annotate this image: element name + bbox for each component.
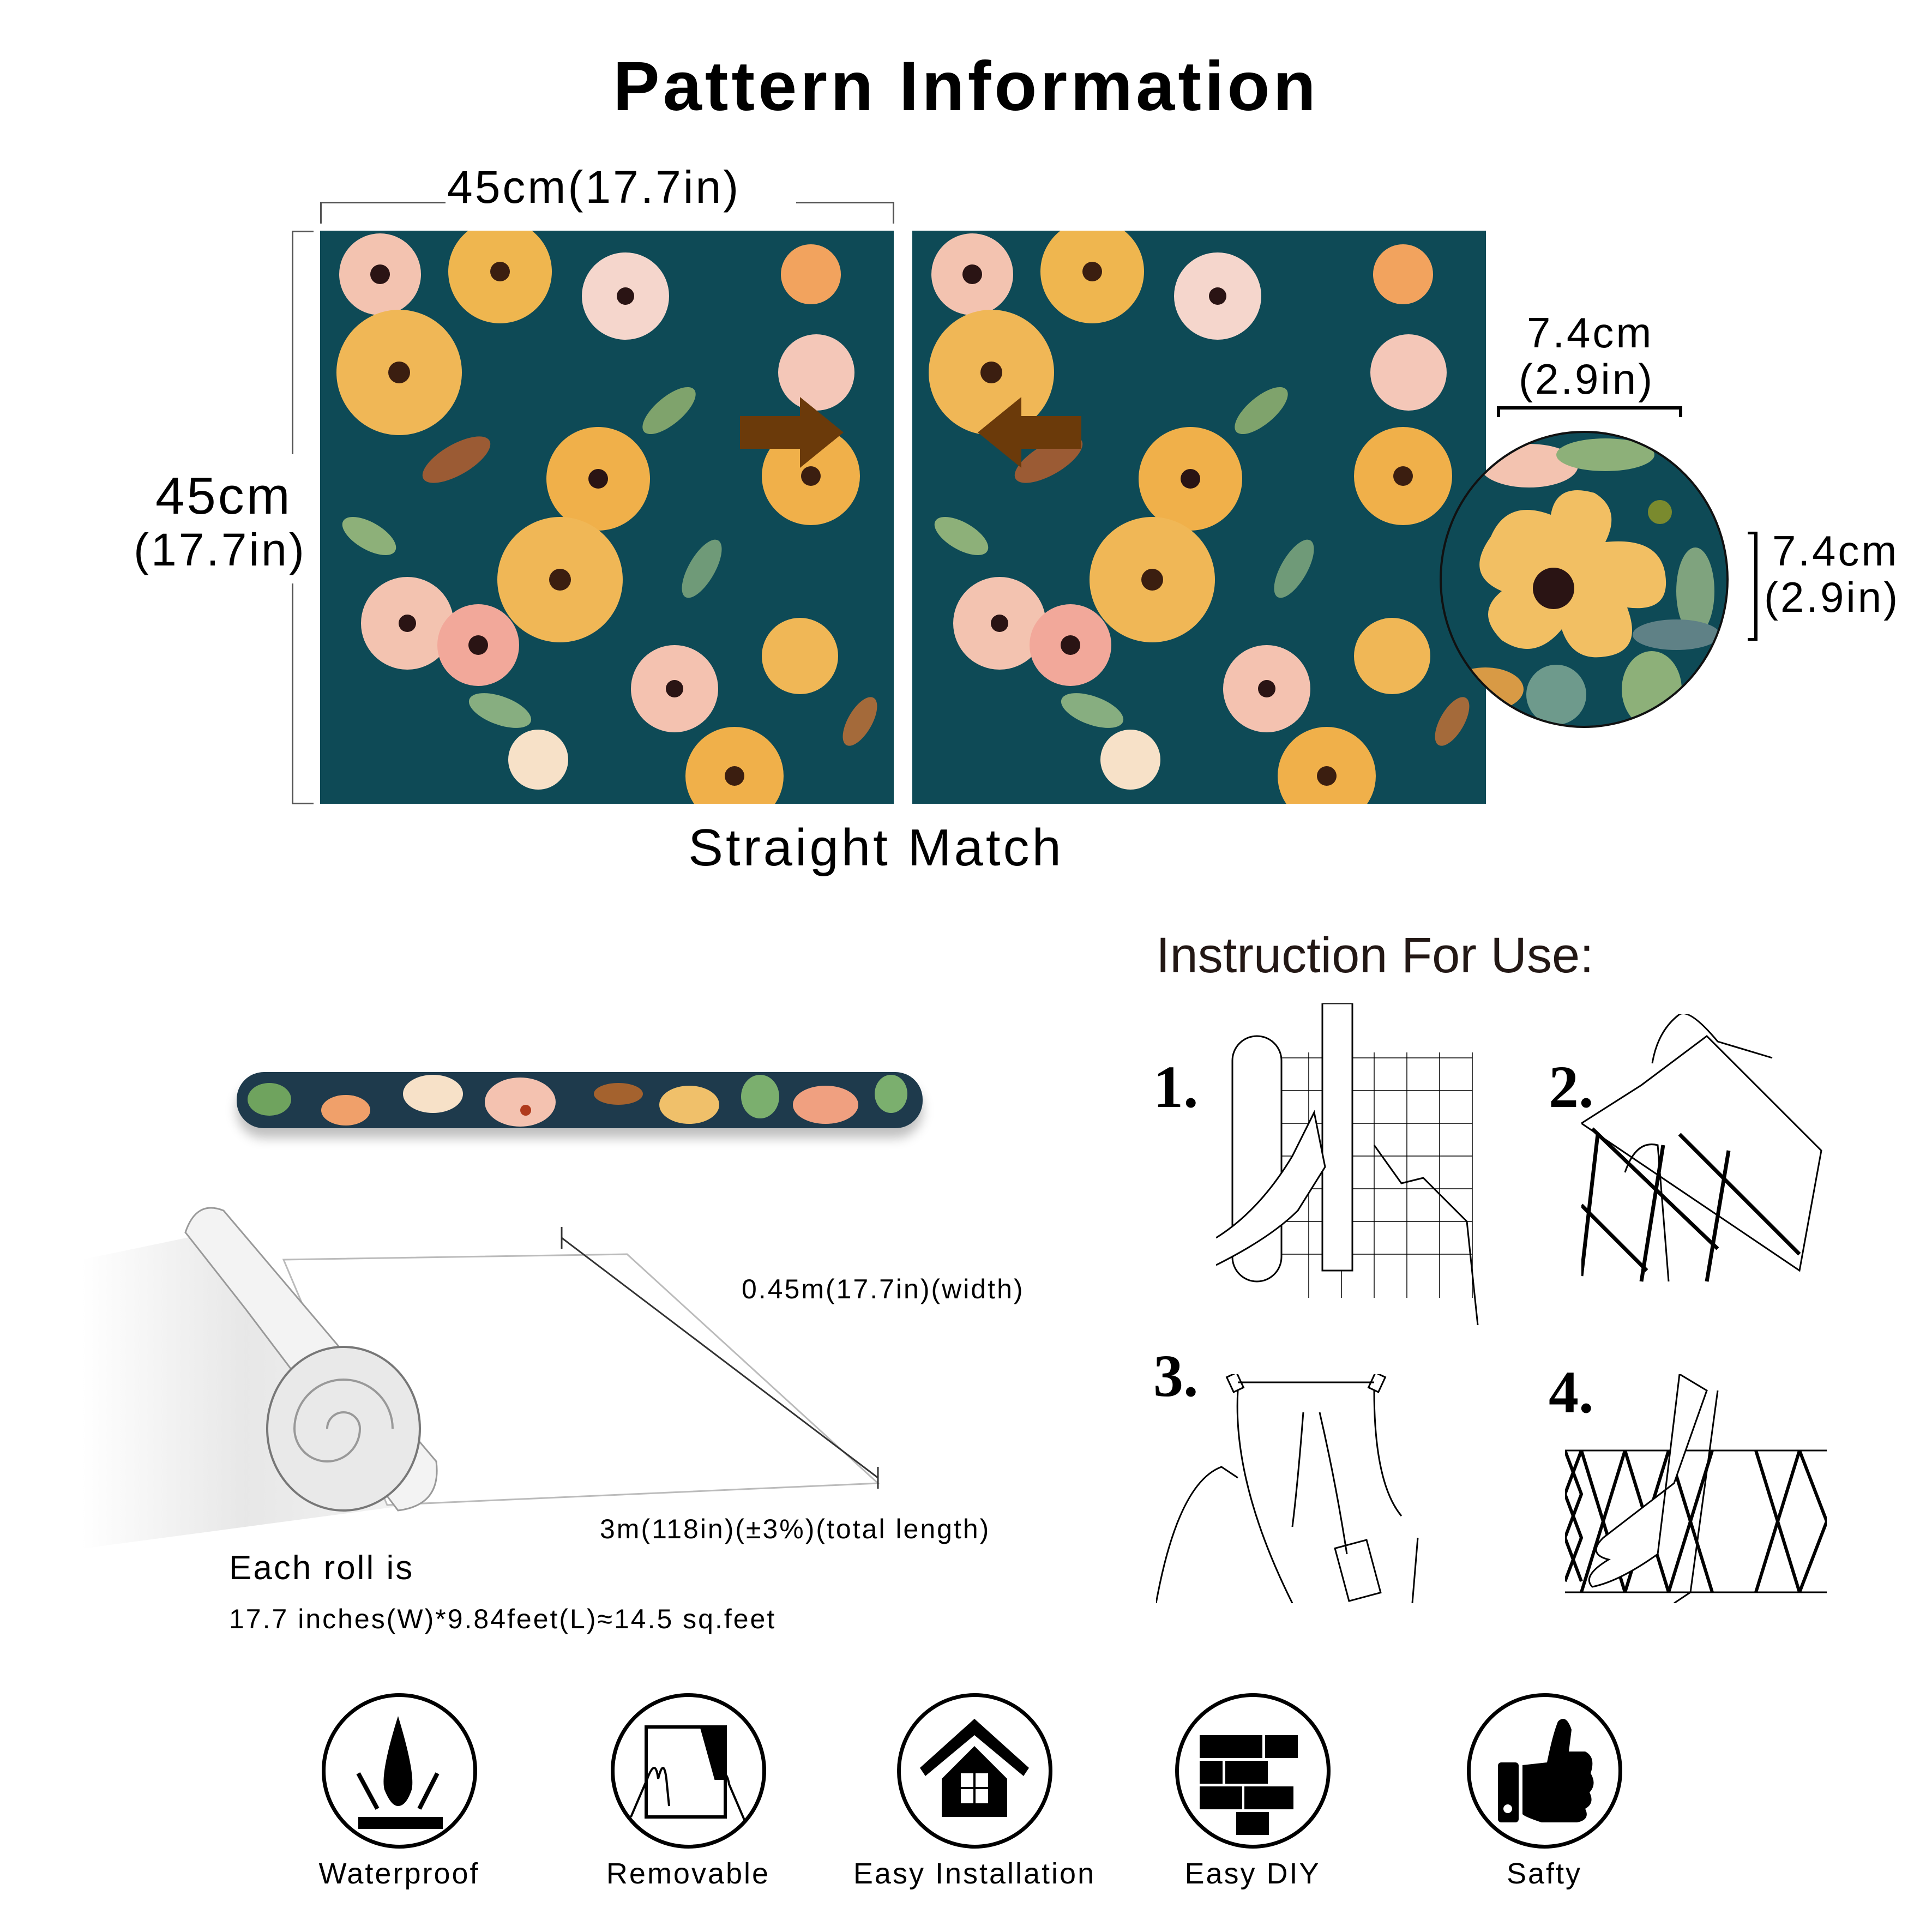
feature-safety-label: Safty: [1506, 1857, 1582, 1890]
height-dimension-line-bottom: [292, 583, 293, 804]
magnified-flower-illustration: [1447, 438, 1720, 726]
floral-pattern-illustration: [929, 231, 1470, 804]
width-dimension-line-right: [796, 202, 894, 203]
pattern-panel-right: [912, 231, 1486, 804]
feature-easy-installation-label: Easy Installation: [853, 1857, 1096, 1890]
repeat-height-bracket: [1748, 532, 1758, 641]
repeat-height-in: (2.9in): [1764, 573, 1900, 621]
step-4-number: 4.: [1549, 1359, 1594, 1425]
feature-removable-label: Removable: [606, 1857, 771, 1890]
repeat-magnifier-circle: [1440, 431, 1729, 728]
pattern-width-label: 45cm(17.7in): [447, 161, 741, 213]
height-tick-top: [292, 231, 314, 232]
feature-waterproof: [322, 1693, 477, 1849]
thumbs-up-icon: [1498, 1719, 1594, 1822]
instructions-title: Instruction For Use:: [1156, 928, 1594, 983]
repeat-width-in: (2.9in): [1519, 355, 1655, 403]
step-1-number: 1.: [1153, 1054, 1199, 1120]
feature-easy-diy: [1175, 1693, 1331, 1849]
match-type-label: Straight Match: [688, 818, 1064, 877]
apply-and-smooth-icon: [1156, 1374, 1419, 1603]
peel-backing-icon: [1581, 1014, 1822, 1282]
roll-length-label: 3m(118in)(±3%)(total length): [600, 1514, 991, 1544]
repeat-width-bracket: [1497, 406, 1682, 417]
roll-dimension-diagram: [82, 1207, 880, 1549]
feature-easy-diy-label: Easy DIY: [1184, 1857, 1321, 1890]
width-dimension-tick-left: [320, 202, 322, 224]
pattern-height-in: (17.7in): [134, 524, 306, 575]
height-tick-bottom: [292, 803, 314, 804]
roll-width-label: 0.45m(17.7in)(width): [742, 1274, 1025, 1304]
height-dimension-line-top: [292, 231, 293, 454]
bricks-icon: [1200, 1735, 1298, 1835]
press-flat-icon: [1565, 1374, 1827, 1603]
measure-and-cut-icon: [1216, 1003, 1479, 1325]
page-title: Pattern Information: [613, 47, 1319, 125]
roll-summary-detail: 17.7 inches(W)*9.84feet(L)≈14.5 sq.feet: [229, 1604, 777, 1634]
repeat-height-cm: 7.4cm: [1772, 527, 1899, 575]
pattern-height-cm: 45cm: [155, 467, 292, 525]
feature-waterproof-label: Waterproof: [318, 1857, 480, 1890]
feature-removable: [611, 1693, 766, 1849]
house-icon: [920, 1719, 1029, 1817]
pattern-panel-left: [320, 231, 894, 804]
arrow-left-icon: [978, 397, 1081, 468]
roll-pattern-illustration: [248, 1075, 907, 1127]
peel-off-icon: [630, 1725, 747, 1823]
step-3-number: 3.: [1153, 1343, 1199, 1409]
water-drop-icon: [356, 1716, 443, 1829]
roll-summary-title: Each roll is: [229, 1549, 414, 1587]
rolled-wallpaper-image: [237, 1072, 923, 1128]
step-2-number: 2.: [1549, 1054, 1594, 1120]
floral-pattern-illustration: [336, 231, 877, 804]
width-dimension-tick-right: [893, 202, 894, 224]
width-dimension-line-left: [320, 202, 446, 203]
feature-easy-installation: [897, 1693, 1052, 1849]
arrow-right-icon: [740, 397, 844, 468]
repeat-width-cm: 7.4cm: [1527, 309, 1654, 357]
feature-safety: [1467, 1693, 1622, 1849]
